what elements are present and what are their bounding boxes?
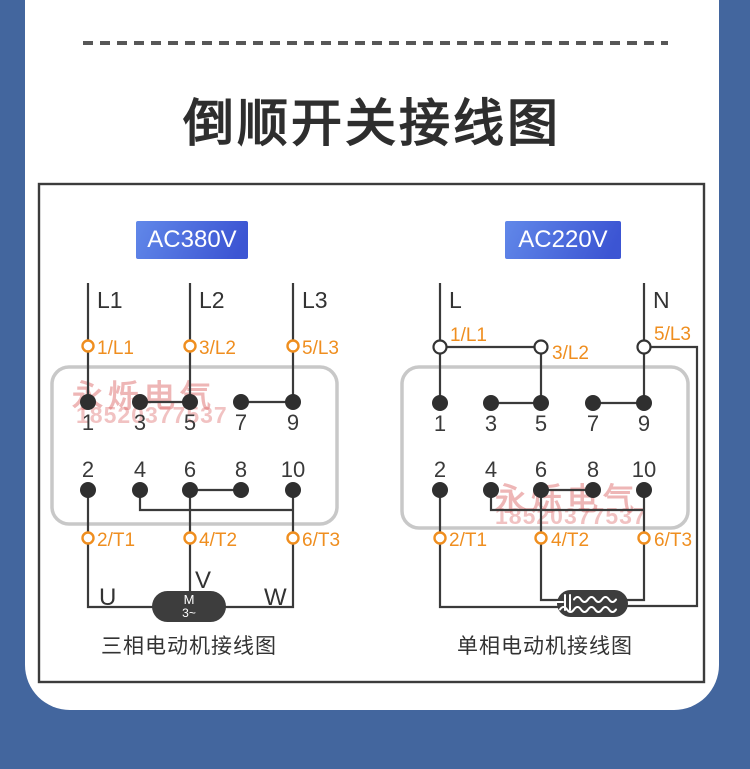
terminal-label-6T3-right: 6/T3 xyxy=(654,530,692,551)
terminal-circle-1L1-left xyxy=(81,339,95,353)
contact-number: 5 xyxy=(184,410,196,435)
terminal-circle-5L3-left xyxy=(286,339,300,353)
wires-left xyxy=(86,283,295,609)
input-label-L3: L3 xyxy=(302,287,328,313)
contact-number: 10 xyxy=(632,457,656,482)
terminal-label-2T1-right: 2/T1 xyxy=(449,530,487,551)
watermark-phone-left: 18520377537 xyxy=(76,402,228,428)
contact-number: 1 xyxy=(434,411,446,436)
terminal-label-4T2-right: 4/T2 xyxy=(551,530,589,551)
motor-m-label: M xyxy=(184,592,195,607)
winding-wave-top xyxy=(573,596,617,603)
motor-three-phase xyxy=(152,591,226,622)
terminal-label-5L3-right: 5/L3 xyxy=(654,324,691,345)
contact-number: 9 xyxy=(287,410,299,435)
contact-number: 9 xyxy=(638,411,650,436)
terminal-label-3L2-right: 3/L2 xyxy=(552,343,589,364)
input-label-L: L xyxy=(449,287,462,313)
screw-terminals-left xyxy=(81,339,300,545)
contact-number: 7 xyxy=(587,411,599,436)
dashed-divider xyxy=(83,41,668,45)
input-label-L2: L2 xyxy=(199,287,225,313)
contact-number: 4 xyxy=(485,457,497,482)
single-phase-diagram: L N 1/L1 3/L2 5/L3 1 3 5 7 9 2 4 6 8 10 … xyxy=(400,283,699,617)
contact-number: 6 xyxy=(184,457,196,482)
terminal-label-1L1-right: 1/L1 xyxy=(450,325,487,346)
phase-label-U: U xyxy=(99,584,116,611)
contact-number: 8 xyxy=(587,457,599,482)
contact-number: 10 xyxy=(281,457,305,482)
terminal-label-3L2-left: 3/L2 xyxy=(199,338,236,359)
winding-wave-bottom xyxy=(559,606,617,613)
contact-number: 4 xyxy=(134,457,146,482)
terminal-circle-2T1-right xyxy=(433,531,447,545)
terminal-label-6T3-left: 6/T3 xyxy=(302,530,340,551)
contact-number: 8 xyxy=(235,457,247,482)
contact-number: 7 xyxy=(235,410,247,435)
watermark-phone-right: 18520377537 xyxy=(495,503,647,529)
voltage-badge-ac220v: AC220V xyxy=(505,221,621,259)
terminal-label-4T2-left: 4/T2 xyxy=(199,530,237,551)
screw-terminals-right xyxy=(432,339,652,545)
terminal-circle-1L1-right xyxy=(432,339,448,355)
contact-number: 2 xyxy=(434,457,446,482)
terminal-circle-4T2-left xyxy=(183,531,197,545)
terminal-label-1L1-left: 1/L1 xyxy=(97,338,134,359)
caption-single-phase: 单相电动机接线图 xyxy=(457,635,633,658)
contact-number: 2 xyxy=(82,457,94,482)
phase-label-V: V xyxy=(195,567,211,594)
contact-number: 1 xyxy=(82,410,94,435)
terminal-circle-2T1-left xyxy=(81,531,95,545)
switch-body-right xyxy=(400,365,690,530)
terminal-label-5L3-left: 5/L3 xyxy=(302,338,339,359)
three-phase-diagram: M 3~ L1 L2 L3 1/L1 3/L2 5/L3 1 3 5 7 9 2… xyxy=(50,283,340,622)
input-label-L1: L1 xyxy=(97,287,123,313)
terminal-circle-6T3-right xyxy=(637,531,651,545)
phase-label-W: W xyxy=(264,584,287,611)
diagram-frame xyxy=(37,182,706,684)
caption-three-phase: 三相电动机接线图 xyxy=(101,635,277,658)
terminal-circle-4T2-right xyxy=(534,531,548,545)
contact-number: 3 xyxy=(134,410,146,435)
contact-number: 5 xyxy=(535,411,547,436)
switch-body-left xyxy=(50,365,339,526)
terminal-circle-3L2-right xyxy=(533,339,549,355)
terminal-circle-6T3-left xyxy=(286,531,300,545)
terminal-circle-5L3-right xyxy=(636,339,652,355)
contact-dots-right xyxy=(432,395,652,498)
input-label-N: N xyxy=(653,287,670,313)
voltage-badge-ac380v: AC380V xyxy=(136,221,248,259)
terminal-label-2T1-left: 2/T1 xyxy=(97,530,135,551)
motor-3ph-label: 3~ xyxy=(182,606,196,620)
terminal-circle-3L2-left xyxy=(183,339,197,353)
page-title: 倒顺开关接线图 xyxy=(182,95,561,152)
contact-number: 6 xyxy=(535,457,547,482)
motor-single-phase xyxy=(556,590,628,617)
watermark-name-right: 永烁电气 xyxy=(495,482,639,517)
contact-number: 3 xyxy=(485,411,497,436)
contact-dots-left xyxy=(80,394,301,498)
